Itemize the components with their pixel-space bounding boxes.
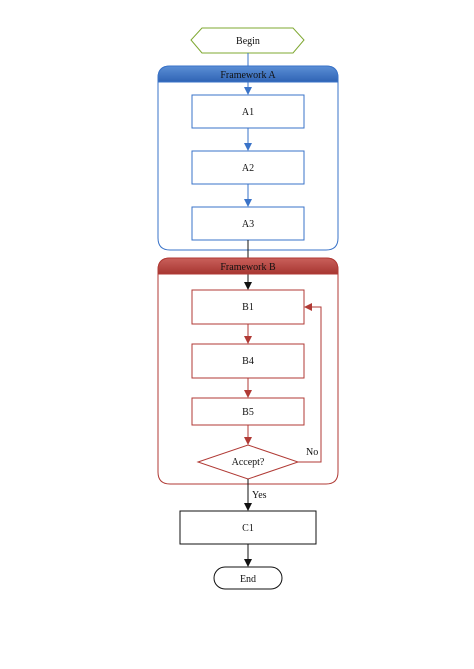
framework-b-header bbox=[157, 257, 339, 275]
step-a3-label: A3 bbox=[242, 219, 254, 230]
step-b4-label: B4 bbox=[242, 356, 254, 367]
yes-label: Yes bbox=[252, 490, 267, 501]
begin-node: Begin bbox=[190, 27, 305, 54]
step-a1-label: A1 bbox=[242, 107, 254, 118]
step-b5: B5 bbox=[191, 397, 305, 426]
step-a2-label: A2 bbox=[242, 163, 254, 174]
step-b1-label: B1 bbox=[242, 302, 254, 313]
framework-b-container: Framework B bbox=[157, 257, 339, 485]
begin-label: Begin bbox=[236, 36, 260, 47]
step-c1-label: C1 bbox=[242, 523, 254, 534]
step-a1: A1 bbox=[191, 94, 305, 129]
step-c1: C1 bbox=[179, 510, 317, 545]
framework-a-title: Framework A bbox=[220, 70, 276, 81]
step-b5-label: B5 bbox=[242, 407, 254, 418]
end-node: End bbox=[213, 566, 283, 590]
framework-b-title: Framework B bbox=[220, 262, 276, 273]
framework-a-container: Framework A bbox=[157, 65, 339, 251]
step-a3: A3 bbox=[191, 206, 305, 241]
step-a2: A2 bbox=[191, 150, 305, 185]
end-label: End bbox=[240, 574, 256, 585]
step-b4: B4 bbox=[191, 343, 305, 379]
decision-accept: Accept? bbox=[196, 444, 300, 480]
decision-label: Accept? bbox=[232, 457, 265, 468]
step-b1: B1 bbox=[191, 289, 305, 325]
no-label: No bbox=[306, 447, 318, 458]
arrow-no-loop bbox=[298, 303, 322, 463]
framework-a-header bbox=[157, 65, 339, 83]
